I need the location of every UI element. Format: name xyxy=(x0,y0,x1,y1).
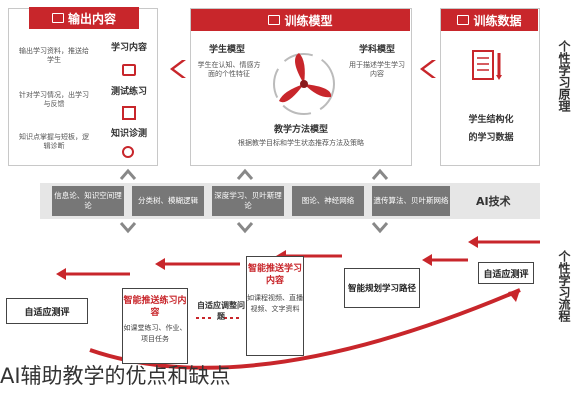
chevron-down-icon xyxy=(371,222,389,234)
panel-icon xyxy=(457,15,470,25)
ai-block-4: 图论、神经网络 xyxy=(292,186,364,216)
image-caption: AI辅助教学的优点和缺点 xyxy=(0,364,231,388)
output-item-1-note: 输出学习资料，推送给学生 xyxy=(19,47,89,64)
vertical-label-2-text: 个性学习流程 xyxy=(557,250,571,322)
magnify-icon xyxy=(122,146,134,158)
flow-planning-label: 智能规划学习路径 xyxy=(347,284,416,294)
flow-practice-notes: 如课堂练习、作业、项目任务 xyxy=(123,324,187,343)
ai-block-1-text: 信息论、知识空间理论 xyxy=(54,191,122,210)
data-item-1: 学生结构化 xyxy=(468,115,514,125)
data-panel-title: 训练数据 xyxy=(473,13,522,28)
flow-push-box: 智能推送学习内容 如课程视频、直播视频、文字资料 xyxy=(246,256,304,356)
chevron-down-icon xyxy=(236,222,254,234)
output-item-1-label: 学习内容 xyxy=(110,43,147,53)
output-item-3-note: 知识点掌握与短板，逻辑诊断 xyxy=(19,133,89,150)
ai-block-2-text: 分类树、模糊逻辑 xyxy=(138,196,198,205)
output-panel-header: 输出内容 xyxy=(29,7,139,29)
chevron-up-icon xyxy=(236,168,254,180)
output-item-3-label: 知识诊测 xyxy=(110,129,147,139)
vertical-label-1-text: 个性学习原理 xyxy=(557,40,571,112)
flow-bottom-left-box: 自适应测评 xyxy=(6,298,88,324)
ai-block-3: 深度学习、贝叶斯理论 xyxy=(212,186,284,216)
output-panel-title: 输出内容 xyxy=(67,11,116,26)
panel-icon xyxy=(268,15,281,25)
ai-block-2: 分类树、模糊逻辑 xyxy=(132,186,204,216)
panel-icon xyxy=(51,13,64,23)
ai-bar-label: AI技术 xyxy=(476,195,511,208)
subject-model-note: 用于描述学生学习内容 xyxy=(349,61,405,78)
flow-bottom-left-label: 自适应测评 xyxy=(24,307,70,318)
flow-push-notes: 如课程视频、直播视频、文字资料 xyxy=(247,294,303,313)
flow-practice-box: 智能推送练习内容 如课堂练习、作业、项目任务 xyxy=(122,288,188,364)
ai-block-1: 信息论、知识空间理论 xyxy=(52,186,124,216)
flow-adaptive-label: 自适应调整问题 xyxy=(197,301,245,321)
method-model-note: 根据教学目标和学生状态推荐方法及策略 xyxy=(238,139,364,147)
arrow-left-2 xyxy=(420,60,436,78)
training-panel: 训练模型 学生模型 学生在认知、情感方面的个性特征 学科模型 用于描述学生学习内… xyxy=(190,8,412,166)
ai-block-3-text: 深度学习、贝叶斯理论 xyxy=(214,191,282,210)
document-icon xyxy=(472,50,502,80)
checklist-icon xyxy=(122,106,136,120)
ai-block-5-text: 遗传算法、贝叶斯网络 xyxy=(373,196,449,205)
subject-model-label: 学科模型 xyxy=(358,45,395,55)
ai-block-4-text: 图论、神经网络 xyxy=(301,196,355,205)
output-item-2-note: 针对学习情况，出学习与反馈 xyxy=(19,91,89,108)
training-panel-title: 训练模型 xyxy=(284,13,333,28)
data-item-2: 的学习数据 xyxy=(468,133,514,143)
propeller-icon xyxy=(273,53,335,115)
book-icon xyxy=(122,64,136,76)
flow-push-label: 智能推送学习内容 xyxy=(247,264,302,286)
student-model-label: 学生模型 xyxy=(208,45,245,55)
flow-planning-box: 智能规划学习路径 xyxy=(344,268,420,308)
output-item-2-label: 测试练习 xyxy=(110,87,147,97)
ai-block-5: 遗传算法、贝叶斯网络 xyxy=(372,186,450,216)
method-model-label: 教学方法模型 xyxy=(273,125,328,135)
student-model-note: 学生在认知、情感方面的个性特征 xyxy=(197,61,261,78)
flow-top-right-label: 自适应测评 xyxy=(483,269,529,280)
flow-practice-label: 智能推送练习内容 xyxy=(123,296,187,318)
training-panel-header: 训练模型 xyxy=(191,9,410,31)
output-panel: 输出内容 学习内容 输出学习资料，推送给学生 测试练习 针对学习情况，出学习与反… xyxy=(8,7,158,166)
right-vertical-label-2: 个性学习流程 xyxy=(556,250,571,326)
flow-top-right-box: 自适应测评 xyxy=(478,262,534,284)
right-vertical-label-1: 个性学习原理 xyxy=(556,40,571,116)
chevron-up-icon xyxy=(119,168,137,180)
arrow-left-1 xyxy=(170,60,186,78)
chevron-down-icon xyxy=(119,222,137,234)
chevron-up-icon xyxy=(371,168,389,180)
data-panel: 训练数据 学生结构化 的学习数据 xyxy=(440,8,540,166)
data-panel-header: 训练数据 xyxy=(441,9,538,31)
